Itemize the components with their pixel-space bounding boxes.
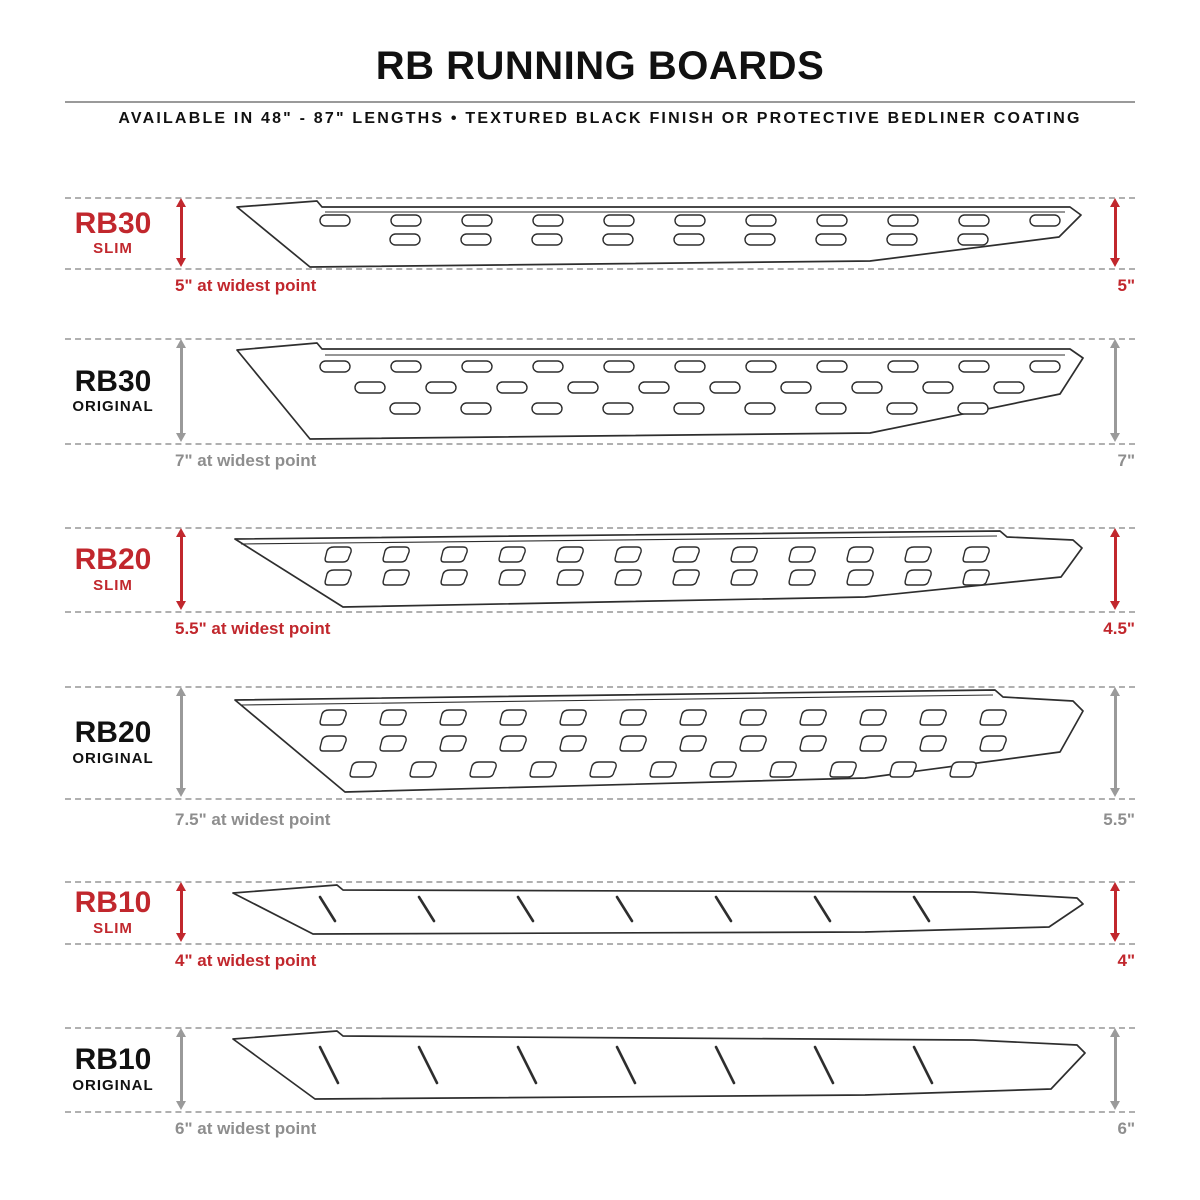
model-variant: ORIGINAL <box>72 749 154 767</box>
model-variant: SLIM <box>93 240 133 258</box>
model-name: RB20 <box>74 543 152 577</box>
model-name: RB10 <box>74 886 152 920</box>
dimension-line-top <box>65 527 1135 529</box>
dimension-line-bottom <box>65 798 1135 800</box>
height-label: 4.5" <box>1103 619 1135 638</box>
model-label: RB30 ORIGINAL <box>58 338 168 443</box>
model-name: RB20 <box>74 716 152 750</box>
dimension-line-bottom <box>65 443 1135 445</box>
widest-point-label: 4" at widest point <box>175 951 317 970</box>
width-arrow-right <box>1114 206 1117 259</box>
width-arrow-right <box>1114 347 1117 434</box>
model-variant: ORIGINAL <box>72 398 154 416</box>
board-row-rb20-slim: RB20 SLIM 5.5" at widest point 4.5" <box>0 527 1200 638</box>
board-row-rb10-original: RB10 ORIGINAL 6" at widest point 6" <box>0 1027 1200 1138</box>
width-arrow-left <box>180 695 183 789</box>
title-divider <box>65 101 1135 103</box>
widest-point-label: 7.5" at widest point <box>175 810 331 829</box>
board-drawing-rb30-original <box>236 342 1084 440</box>
height-label: 6" <box>1117 1119 1135 1138</box>
model-variant: ORIGINAL <box>72 1076 154 1094</box>
model-label: RB30 SLIM <box>58 197 168 268</box>
widest-point-label: 7" at widest point <box>175 451 317 470</box>
model-label: RB10 SLIM <box>58 881 168 943</box>
width-arrow-left <box>180 536 183 602</box>
width-arrow-right <box>1114 1036 1117 1102</box>
widest-point-label: 6" at widest point <box>175 1119 317 1138</box>
board-row-rb10-slim: RB10 SLIM 4" at widest point 4" <box>0 881 1200 970</box>
dimension-line-top <box>65 197 1135 199</box>
board-drawing-rb30-slim <box>236 200 1082 268</box>
widest-point-label: 5.5" at widest point <box>175 619 331 638</box>
model-label: RB20 ORIGINAL <box>58 686 168 798</box>
width-arrow-right <box>1114 890 1117 934</box>
board-row-rb30-original: RB30 ORIGINAL 7" at widest point 7" <box>0 338 1200 470</box>
dimension-line-bottom <box>65 611 1135 613</box>
width-arrow-left <box>180 1036 183 1102</box>
height-label: 5.5" <box>1103 810 1135 829</box>
width-arrow-left <box>180 347 183 434</box>
dimension-line-bottom <box>65 943 1135 945</box>
dimension-line-top <box>65 1027 1135 1029</box>
height-label: 5" <box>1117 276 1135 295</box>
widest-point-label: 5" at widest point <box>175 276 317 295</box>
width-arrow-left <box>180 206 183 259</box>
page-subtitle: AVAILABLE IN 48" - 87" LENGTHS • TEXTURE… <box>118 110 1082 127</box>
width-arrow-left <box>180 890 183 934</box>
model-name: RB30 <box>74 206 152 240</box>
model-name: RB30 <box>74 364 152 398</box>
board-row-rb20-original: RB20 ORIGINAL 7.5" at widest point 5.5" <box>0 686 1200 829</box>
dimension-line-top <box>65 881 1135 883</box>
height-label: 4" <box>1117 951 1135 970</box>
board-drawing-rb20-slim <box>234 530 1083 608</box>
board-drawing-rb10-slim <box>232 884 1084 935</box>
dimension-line-bottom <box>65 1111 1135 1113</box>
dimension-line-bottom <box>65 268 1135 270</box>
board-row-rb30-slim: RB30 SLIM 5" at widest point 5" <box>0 197 1200 295</box>
width-arrow-right <box>1114 695 1117 789</box>
model-variant: SLIM <box>93 919 133 937</box>
page-title: RB RUNNING BOARDS <box>375 44 825 88</box>
model-label: RB10 ORIGINAL <box>58 1027 168 1111</box>
model-label: RB20 SLIM <box>58 527 168 611</box>
dimension-line-top <box>65 338 1135 340</box>
model-name: RB10 <box>74 1043 152 1077</box>
board-drawing-rb20-original <box>234 689 1084 793</box>
width-arrow-right <box>1114 536 1117 602</box>
board-drawing-rb10-original <box>232 1030 1086 1100</box>
model-variant: SLIM <box>93 576 133 594</box>
height-label: 7" <box>1117 451 1135 470</box>
dimension-line-top <box>65 686 1135 688</box>
